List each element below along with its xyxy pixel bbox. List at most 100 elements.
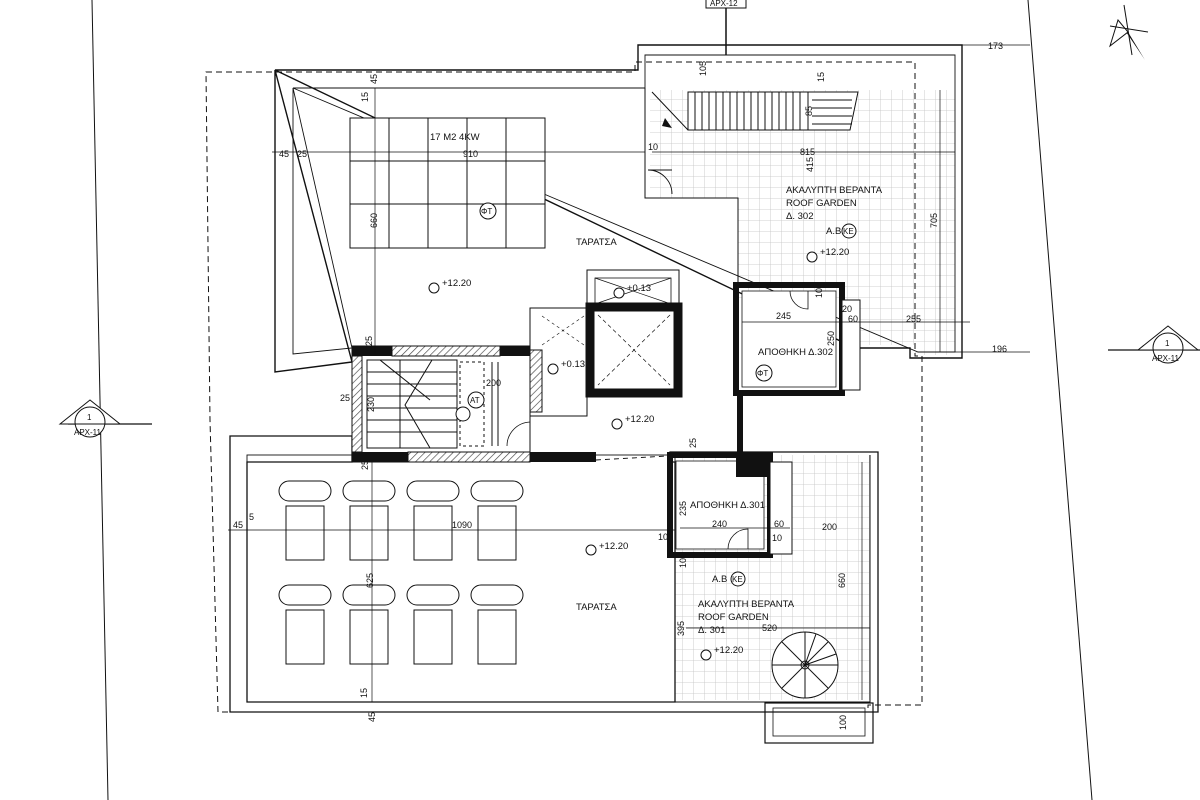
upper-terrace-inner-step — [644, 88, 739, 290]
level-top-terrace: +12.20 — [442, 278, 471, 289]
lobby-wall-hatch — [529, 349, 543, 413]
upper-terrace-parapet — [274, 44, 963, 359]
plot-boundary-left — [91, 0, 109, 800]
section-left-num: 1 — [87, 413, 92, 422]
taratsa-bottom-label: ΤΑΡΑΤΣΑ — [576, 602, 617, 613]
veranda-302-ab: Α.Β — [826, 226, 841, 237]
lift-core — [585, 302, 683, 398]
dim-250: 250 — [826, 331, 836, 346]
section-top-ref: ΑΡΧ-12 — [710, 0, 738, 8]
bottom-bay — [764, 702, 874, 744]
dim-235: 235 — [678, 501, 688, 516]
solar-panel-array — [349, 117, 546, 249]
veranda-302-tiles — [650, 90, 955, 390]
storage-302-door — [789, 290, 809, 310]
veranda-301-edge — [674, 455, 871, 703]
solar-capacity-label: 17 M2 4KW — [430, 132, 480, 143]
storage-302-pv-circle — [755, 364, 773, 382]
dim-520: 520 — [762, 623, 777, 633]
dim-25-mid: 25 — [297, 149, 307, 159]
pv-tag: ΦΤ — [481, 207, 492, 216]
storage-301-column — [736, 455, 768, 477]
veranda-301-ke: ΚΕ — [732, 575, 743, 584]
dim-173: 173 — [988, 41, 1003, 51]
dim-45-lower: 45 — [233, 520, 243, 530]
section-marker-right — [1108, 325, 1200, 364]
section-left-ref: ΑΡΧ-11 — [74, 428, 102, 437]
upper-terrace-edge — [274, 69, 353, 373]
section-marker-left — [58, 399, 152, 438]
storage-302-label: ΑΠΟΘΗΚΗ Δ.302 — [758, 347, 833, 358]
sun-loungers — [278, 480, 524, 665]
spiral-staircase — [771, 631, 839, 699]
level-shaft: +0.13 — [627, 283, 651, 294]
level-lift-pit: +0.13 — [561, 359, 585, 370]
taratsa-top-label: ΤΑΡΑΤΣΑ — [576, 237, 617, 248]
dim-10-e: 10 — [678, 558, 688, 568]
level-bottom-terrace: +12.20 — [599, 541, 628, 552]
dim-25-e: 25 — [360, 460, 370, 470]
dim-20: 20 — [842, 304, 852, 314]
lobby-diag-b — [541, 315, 585, 346]
pv-tag-circle — [479, 202, 497, 220]
dim-15-top: 15 — [816, 72, 826, 82]
bottom-bay-inner — [772, 707, 866, 737]
dim-25-c: 25 — [340, 393, 350, 403]
north-arrow-icon — [1109, 4, 1149, 60]
dim-45-mid: 45 — [279, 149, 289, 159]
section-right-ref: ΑΡΧ-11 — [1152, 354, 1180, 363]
stair-tag-circle — [467, 391, 485, 409]
dim-245: 245 — [776, 311, 791, 321]
level-center: +12.20 — [625, 414, 654, 425]
dim-85: 85 — [804, 106, 814, 116]
dim-45-bottom: 45 — [367, 712, 377, 722]
dim-910: 910 — [463, 149, 478, 159]
level-markers — [428, 251, 818, 661]
dim-10-a: 10 — [648, 142, 658, 152]
storage-302-side — [841, 299, 861, 391]
veranda-stair — [651, 91, 859, 131]
dim-25-d: 25 — [688, 438, 698, 448]
veranda-302-unit: Δ. 302 — [786, 211, 813, 222]
main-staircase — [351, 345, 596, 463]
dim-15-bottom: 15 — [359, 688, 369, 698]
ke-301-circle — [730, 571, 746, 587]
veranda-302-title: ΑΚΑΛΥΠΤΗ ΒΕΡΑΝΤΑ — [786, 185, 883, 196]
veranda-301-subtitle: ROOF GARDEN — [698, 612, 769, 623]
dim-415: 415 — [805, 157, 815, 172]
upper-terrace-edge-inner — [292, 87, 353, 355]
shaft-diag-b — [594, 277, 672, 305]
dim-625: 625 — [365, 573, 375, 588]
storage-301-side — [769, 461, 793, 555]
veranda-302-subtitle: ROOF GARDEN — [786, 198, 857, 209]
dim-196: 196 — [992, 344, 1007, 354]
dim-25-b: 25 — [364, 336, 374, 346]
dim-1090: 1090 — [452, 520, 472, 530]
dim-240: 240 — [712, 519, 727, 529]
dim-60-a: 60 — [848, 314, 858, 324]
veranda-302-ke: ΚΕ — [843, 227, 854, 236]
dim-395: 395 — [676, 621, 686, 636]
plot-boundary-right — [1027, 0, 1093, 800]
dim-230: 230 — [366, 397, 376, 412]
ke-302-circle — [841, 223, 857, 239]
dim-105: 105 — [698, 61, 708, 76]
dim-815: 815 — [800, 147, 815, 157]
stair-pv-circle — [455, 406, 471, 422]
storage-302-pv-tag: ΦΤ — [757, 369, 768, 378]
storage-301-label: ΑΠΟΘΗΚΗ Δ.301 — [690, 500, 765, 511]
level-veranda-301: +12.20 — [714, 645, 743, 656]
storage-301-door — [727, 528, 749, 550]
dim-45-top: 45 — [369, 74, 379, 84]
dim-60-b: 60 — [774, 519, 784, 529]
section-marker-top — [705, 0, 747, 55]
dim-10-d: 10 — [772, 533, 782, 543]
dim-10-c: 10 — [658, 532, 668, 542]
level-veranda-302: +12.20 — [820, 247, 849, 258]
veranda-301-title: ΑΚΑΛΥΠΤΗ ΒΕΡΑΝΤΑ — [698, 599, 795, 610]
dim-660-top: 660 — [369, 213, 379, 228]
dim-10-b: 10 — [814, 288, 824, 298]
roof-slab-outline — [205, 61, 923, 713]
veranda-301-unit: Δ. 301 — [698, 625, 725, 636]
